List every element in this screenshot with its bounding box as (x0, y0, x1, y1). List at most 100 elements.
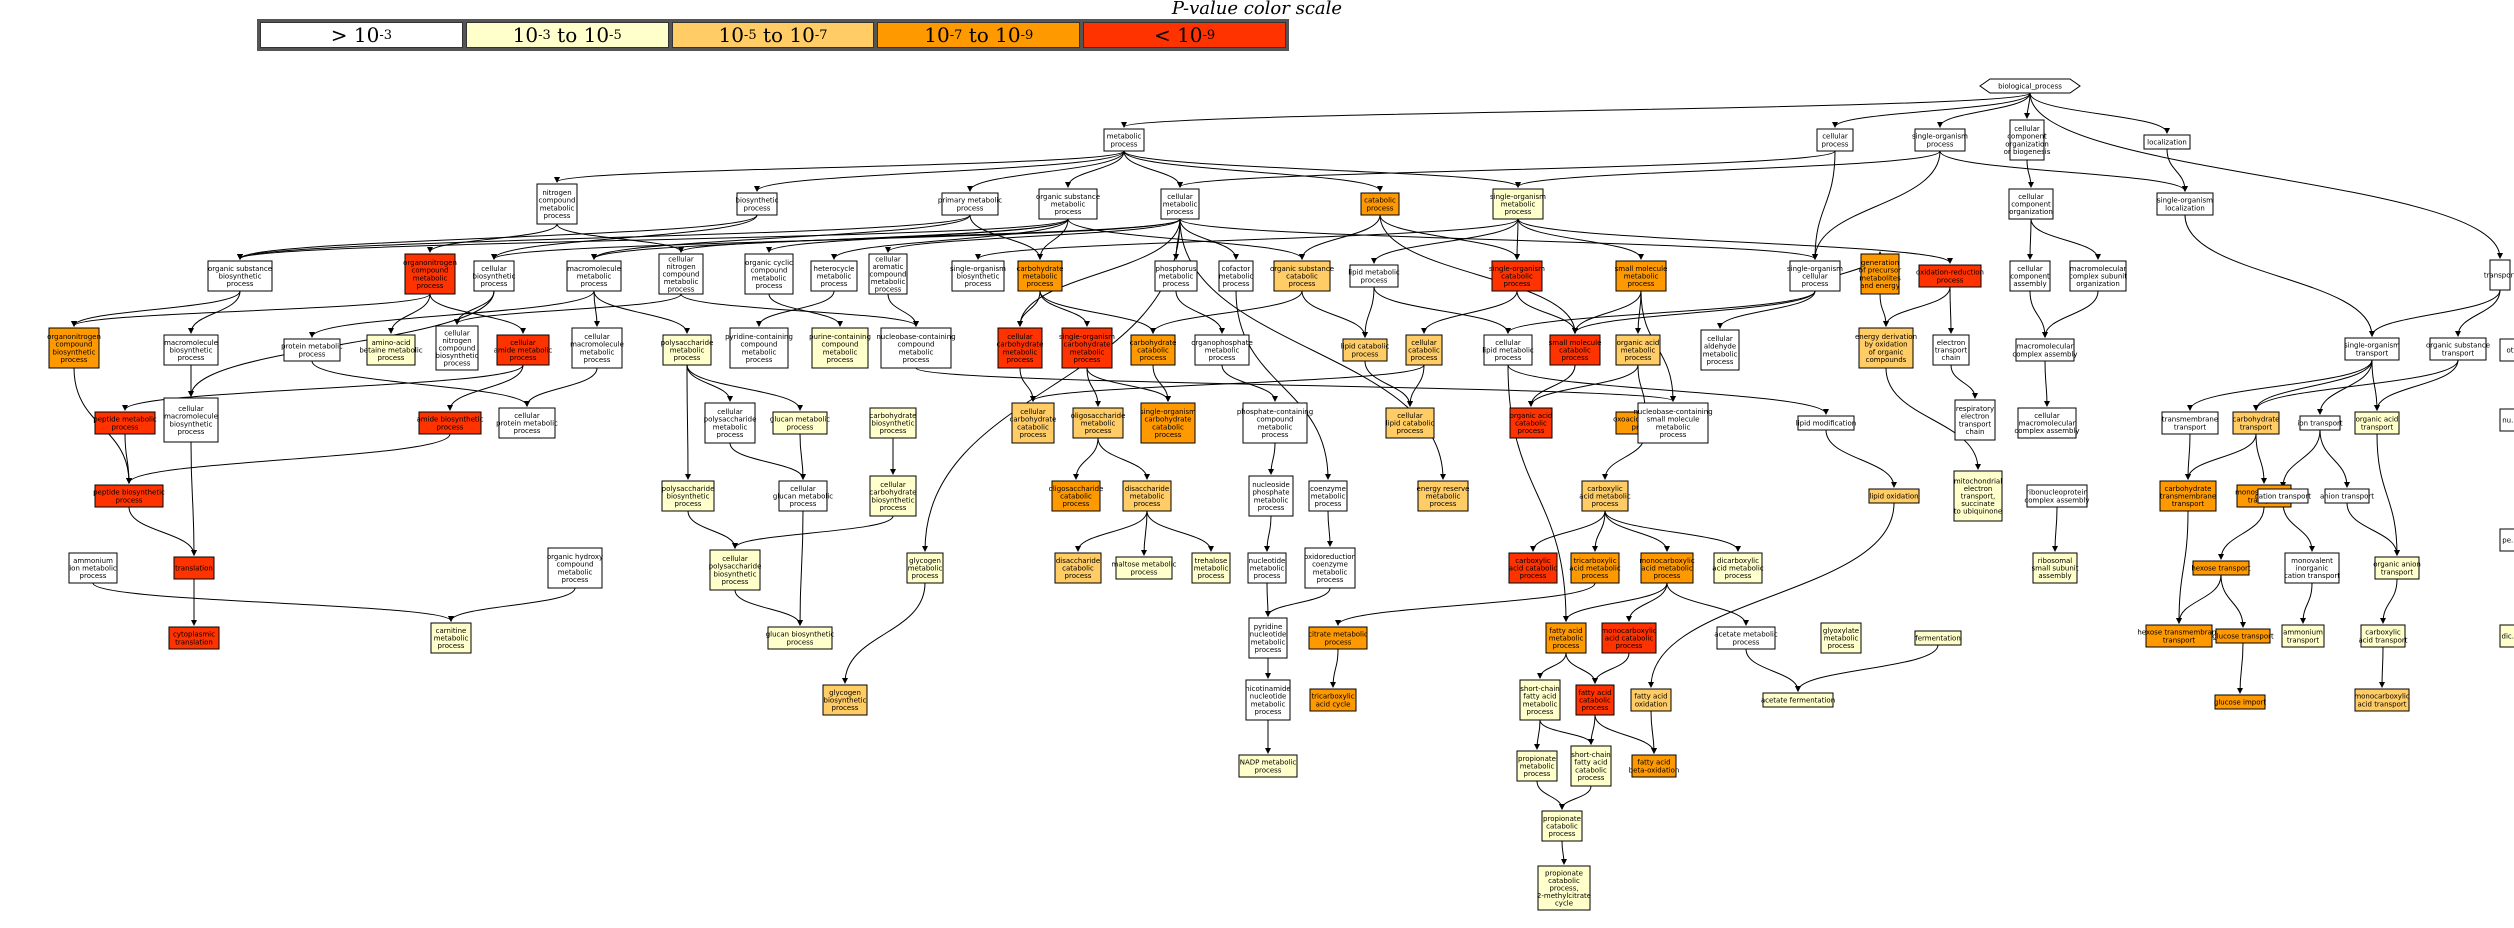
go-node-translation[interactable]: translation (173, 556, 215, 580)
go-node-edge2[interactable]: dic... (2499, 624, 2514, 648)
go-node-hexosetrans[interactable]: hexose transport (2191, 560, 2251, 576)
go-node-transport[interactable]: transport (2484, 259, 2514, 291)
go-node-pyridcont[interactable]: pyridine-containingcompoundmetabolicproc… (725, 327, 793, 369)
go-node-edge4[interactable]: ot (2499, 338, 2514, 362)
go-node-phosphcont[interactable]: phosphate-containingcompoundmetabolicpro… (1237, 402, 1313, 444)
go-node-sorgcarbcat[interactable]: single-organismcarbohydratecatabolicproc… (1140, 402, 1196, 444)
go-node-edge1[interactable]: nu... (2499, 408, 2514, 432)
go-node-lipidmod[interactable]: lipid modification (1796, 415, 1856, 431)
go-node-aniontrans[interactable]: anion transport (2320, 488, 2374, 504)
go-node-acetateferm[interactable]: acetate fermentation (1761, 692, 1835, 708)
go-node-loc[interactable]: localization (2143, 134, 2191, 150)
go-node-purinecont[interactable]: purine-containingcompoundmetabolicproces… (809, 327, 871, 369)
go-node-cellnitrobio[interactable]: cellularnitrogencompoundbiosyntheticproc… (435, 325, 479, 371)
go-node-glucosetrans[interactable]: glucose transport (2212, 628, 2274, 644)
go-node-prop2m[interactable]: propionatecatabolicprocess,2-methylcitra… (1537, 865, 1591, 911)
go-node-bp[interactable]: biological_process (1979, 78, 2081, 94)
go-node-mito[interactable]: mitochondrialelectrontransport,succinate… (1953, 470, 2003, 522)
